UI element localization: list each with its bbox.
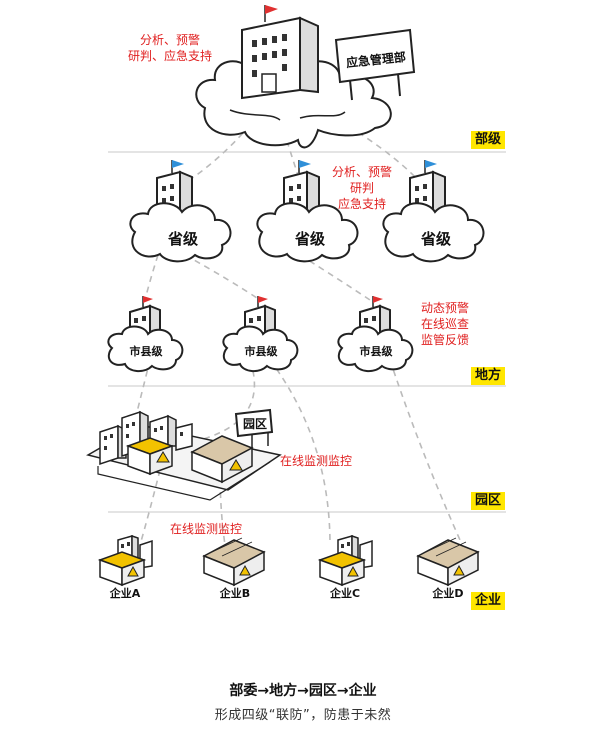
enterprise-a-label: 企业A [109,586,141,600]
city-flag-icon [258,296,268,303]
province-note-line1: 分析、预警 [332,164,392,179]
province-node-2: 省级 [256,160,359,263]
province-node-3: 省级 [382,160,485,263]
hazard-warning-icon [239,564,251,576]
hazard-warning-icon [156,451,170,463]
caption-subtitle: 形成四级“联防”，防患于未然 [214,708,392,723]
city-node-1: 市县级 [107,296,184,372]
tier-tag-park: 园区 [471,492,506,510]
city-note-line1: 动态预警 [421,300,469,315]
city-node-2: 市县级 [222,296,299,372]
city-label: 市县级 [360,344,394,358]
hazard-warning-icon [127,565,139,577]
enterprise-c: 企业C [317,534,373,600]
city-note-line2: 在线巡查 [421,317,469,331]
city-flag-icon [373,296,383,303]
ministry-note-line1: 分析、预警 [140,32,200,47]
province-label: 省级 [294,230,326,248]
province-label: 省级 [167,230,199,248]
city-flag-icon [143,296,153,303]
enterprise-b: 企业B [202,537,266,600]
province-note-line3: 应急支持 [338,196,386,211]
ministry-sign-label: 应急管理部 [345,49,406,70]
province-label: 省级 [420,230,452,248]
province-flag-icon [425,160,437,168]
city-label: 市县级 [130,344,164,358]
caption-title: 部委→地方→园区→企业 [229,683,377,699]
hazard-warning-icon [347,565,359,577]
province-node-1: 省级 [129,160,232,263]
tier-dividers [108,151,506,513]
enterprise-a: 企业A [97,534,153,600]
tier-tag-ministry: 部级 [471,131,506,149]
enterprise-d-label: 企业D [431,586,463,600]
ministry-building [241,5,319,100]
ministry-flag-icon [265,5,278,14]
province-note-line2: 研判 [350,181,374,195]
tier-tag-enterprise: 企业 [471,592,506,610]
city-label: 市县级 [245,344,279,358]
province-flag-icon [299,160,311,168]
city-node-3: 市县级 [337,296,414,372]
ministry-signboard: 应急管理部 [334,28,416,101]
hazard-warning-icon [453,564,465,576]
hazard-warning-icon [229,459,243,471]
enterprise-d: 企业D [416,537,480,600]
park-note: 在线监测监控 [280,454,352,468]
park-sign-label: 园区 [243,417,267,431]
tier-tag-local: 地方 [471,367,506,385]
enterprise-c-label: 企业C [329,586,360,600]
enterprise-note: 在线监测监控 [170,522,242,536]
industrial-park: 园区 [86,408,282,501]
province-flag-icon [172,160,184,168]
enterprise-b-label: 企业B [219,586,250,600]
city-note-line3: 监管反馈 [421,332,469,347]
ministry-note-line2: 研判、应急支持 [128,48,212,63]
